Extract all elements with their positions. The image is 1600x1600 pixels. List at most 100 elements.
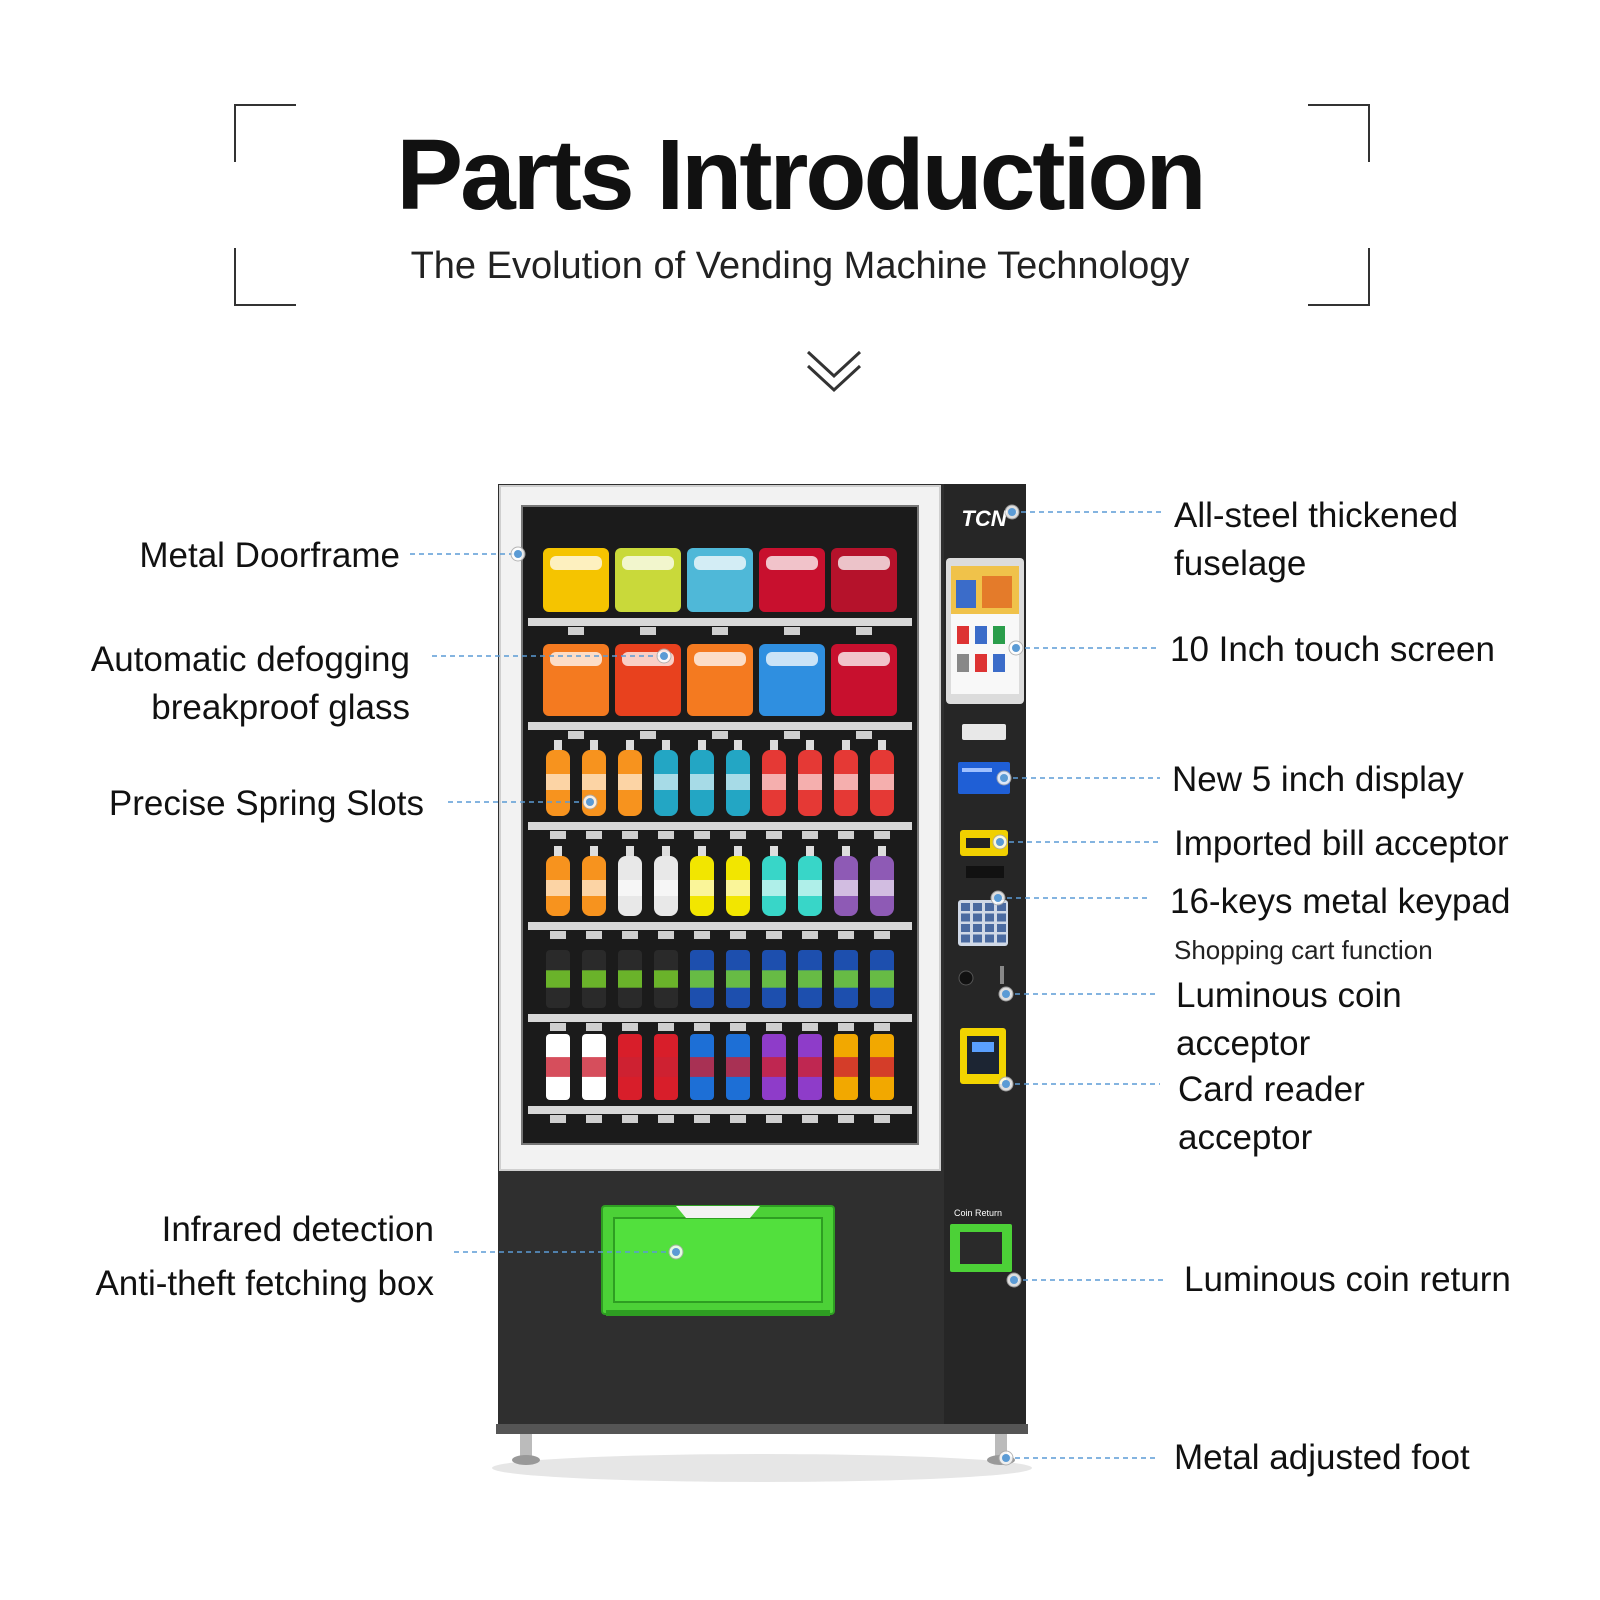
product-bag-logo — [622, 556, 674, 570]
bracket-bottom-right — [1308, 248, 1370, 306]
spring-slot-tag — [694, 1023, 710, 1031]
bracket-bottom-left — [234, 248, 296, 306]
product-bottle-cap — [878, 846, 886, 856]
product-bottle-cap — [590, 740, 598, 750]
bill-slot — [966, 866, 1004, 878]
product-bottle-cap — [554, 740, 562, 750]
spring-slot-tag — [766, 831, 782, 839]
product-bottle-cap — [770, 846, 778, 856]
product-can-band — [834, 1057, 858, 1077]
leader-lines — [410, 504, 1166, 1466]
metal-keypad[interactable] — [958, 900, 1008, 946]
card-reader[interactable] — [960, 1028, 1006, 1084]
product-can-band — [654, 970, 678, 988]
label-keypad: 16-keys metal keypad — [1170, 882, 1511, 921]
callout-dot — [996, 838, 1004, 846]
product-bottle-label — [618, 774, 642, 790]
keypad-key — [961, 913, 970, 922]
keypad-key — [985, 934, 994, 943]
page-title: Parts Introduction — [396, 119, 1206, 231]
product-can-band — [546, 1057, 570, 1077]
spring-slot-tag — [730, 1115, 746, 1123]
coin-acceptor[interactable] — [958, 966, 1004, 986]
callout-dot — [1010, 1276, 1018, 1284]
product-can-band — [654, 1057, 678, 1077]
callout-dot — [586, 798, 594, 806]
label-display: New 5 inch display — [1172, 760, 1464, 799]
bracket-top-left — [234, 104, 296, 162]
spring-slot-tag — [838, 1023, 854, 1031]
product-can-band — [546, 970, 570, 988]
shelf-rail — [528, 618, 912, 626]
product-bottle-cap — [662, 740, 670, 750]
product-bag-logo — [694, 652, 746, 666]
callout-dot — [660, 652, 668, 660]
label-glass-line1: Automatic defogging — [90, 640, 410, 679]
brand-logo: TCN — [961, 506, 1007, 531]
spring-slot-tag — [622, 1115, 638, 1123]
spring-slot-tag — [874, 1023, 890, 1031]
product-bag-logo — [766, 652, 818, 666]
spring-slot-tag — [874, 831, 890, 839]
spring-slot-tag — [802, 1115, 818, 1123]
spring-slot-tag — [550, 1115, 566, 1123]
machine-base-strip — [496, 1424, 1028, 1434]
spring-slot-tag — [550, 931, 566, 939]
product-bottle-label — [690, 880, 714, 896]
chevron-down-icon — [806, 350, 862, 393]
label-spring-slots: Precise Spring Slots — [108, 784, 424, 823]
callout-dot — [1002, 1454, 1010, 1462]
spring-slot-tag — [586, 931, 602, 939]
product-bottle-label — [798, 880, 822, 896]
product-bottle-cap — [626, 846, 634, 856]
spring-slot-tag — [730, 831, 746, 839]
spring-slot-tag — [874, 931, 890, 939]
shelf-rail — [528, 722, 912, 730]
spring-slot-tag — [856, 731, 872, 739]
product-can-band — [726, 1057, 750, 1077]
product-bottle-cap — [590, 846, 598, 856]
shelf-rail — [528, 922, 912, 930]
product-bottle-cap — [842, 740, 850, 750]
product-bottle-label — [726, 774, 750, 790]
spring-slot-tag — [640, 731, 656, 739]
keypad-key — [997, 913, 1006, 922]
coin-return[interactable] — [950, 1224, 1012, 1272]
keypad-key — [997, 934, 1006, 943]
product-bottle-cap — [842, 846, 850, 856]
spring-slot-tag — [658, 931, 674, 939]
anti-theft-fetching-box[interactable] — [601, 1205, 835, 1316]
coin-return-label: Coin Return — [954, 1208, 1002, 1218]
label-infrared-line1: Infrared detection — [161, 1210, 434, 1249]
product-bottle-cap — [734, 740, 742, 750]
touch-screen[interactable] — [946, 558, 1024, 704]
keypad-key — [973, 924, 982, 932]
spring-slot-tag — [550, 1023, 566, 1031]
keypad-key — [997, 903, 1006, 911]
spring-slot-tag — [640, 627, 656, 635]
callout-dot — [514, 550, 522, 558]
page-subtitle: The Evolution of Vending Machine Technol… — [410, 245, 1190, 287]
product-bottle-cap — [878, 740, 886, 750]
product-bottle-cap — [806, 846, 814, 856]
label-fuselage-line2: fuselage — [1174, 544, 1307, 583]
product-bottle-cap — [554, 846, 562, 856]
spring-slot-tag — [712, 627, 728, 635]
keypad-key — [961, 903, 970, 911]
product-bottle-label — [654, 880, 678, 896]
product-bottle-label — [762, 880, 786, 896]
product-can-band — [582, 970, 606, 988]
product-bottle-label — [834, 880, 858, 896]
callout-dot — [1002, 990, 1010, 998]
shelf-rail — [528, 822, 912, 830]
product-can-band — [870, 1057, 894, 1077]
product-can-band — [618, 970, 642, 988]
keypad-key — [973, 903, 982, 911]
spring-slot-tag — [622, 931, 638, 939]
spring-slot-tag — [622, 831, 638, 839]
product-bottle-cap — [698, 740, 706, 750]
spring-slot-tag — [766, 931, 782, 939]
product-bag-logo — [838, 556, 890, 570]
spring-slot-tag — [568, 731, 584, 739]
spring-slot-tag — [766, 1023, 782, 1031]
